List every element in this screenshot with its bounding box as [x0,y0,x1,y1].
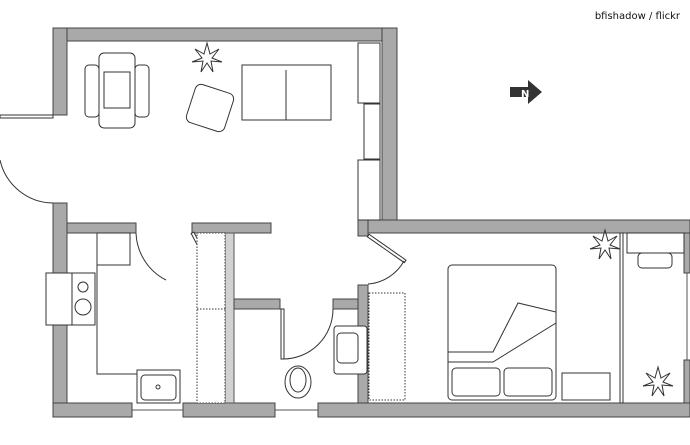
armchair [185,83,235,133]
wardrobe-3 [357,159,381,221]
bedroom-door-swing [367,260,405,285]
entrance-door-swing [0,159,54,204]
bathtub [368,292,406,401]
plant-balcony-icon [642,365,674,397]
burner-small [77,281,89,293]
nightstand [561,372,611,401]
living-top-wall [52,27,398,42]
wardrobe-1 [357,42,381,104]
wardrobe-2 [363,103,381,160]
walls [52,27,690,418]
living-room-furniture [84,41,381,221]
balcony-partition [619,232,624,404]
pillow-left [451,367,501,397]
kitchen-cabinet [196,232,226,404]
bedroom-right-wall [683,232,690,274]
bathroom-top-wall-right [332,298,359,310]
coffee-table [103,71,131,109]
living-right-wall [381,27,398,221]
double-bed [447,264,557,401]
kitchen-door-swing [135,232,167,281]
kitchen-furniture [45,232,226,404]
kitchen-counter [96,265,137,375]
kitchen-top-wall-left [66,222,137,234]
bottom-wall-kitchen [52,402,133,418]
stove-cabinet [45,272,73,326]
entrance-door[interactable] [0,114,54,119]
north-arrow-icon: N [510,80,542,104]
fridge [96,232,131,266]
bedroom-furniture [447,228,685,404]
bathroom-sink-basin [336,332,359,364]
bed-blanket-fold [447,302,557,363]
desk-chair [637,252,673,269]
kitchen-top-wall-right [191,222,272,234]
bathroom-door[interactable] [280,308,285,360]
partition-wall [224,232,235,404]
bathroom-furniture [284,292,406,401]
photo-credit: bfishadow / flickr [594,11,680,22]
bottom-wall-right [317,402,690,418]
north-label: N [521,89,529,100]
bedroom-left-wall-stub [357,219,369,237]
sofa-right [134,64,150,118]
sink-drain [155,384,161,390]
living-left-wall-upper [52,27,68,116]
plant-living-icon [191,41,223,73]
bathroom-top-wall-left [233,298,281,310]
desk [626,232,685,254]
plant-bedroom-icon [589,228,621,260]
windows [132,273,688,411]
burner-large [74,298,92,316]
bathroom-door-swing [282,308,334,360]
pillow-right [503,367,553,397]
sofa-left [84,64,100,118]
bottom-wall-middle [182,402,276,418]
bedroom-right-wall-lower [683,359,690,404]
bedroom-door[interactable] [366,233,407,264]
toilet-seat [289,367,307,393]
bedroom-top-wall [357,219,690,234]
